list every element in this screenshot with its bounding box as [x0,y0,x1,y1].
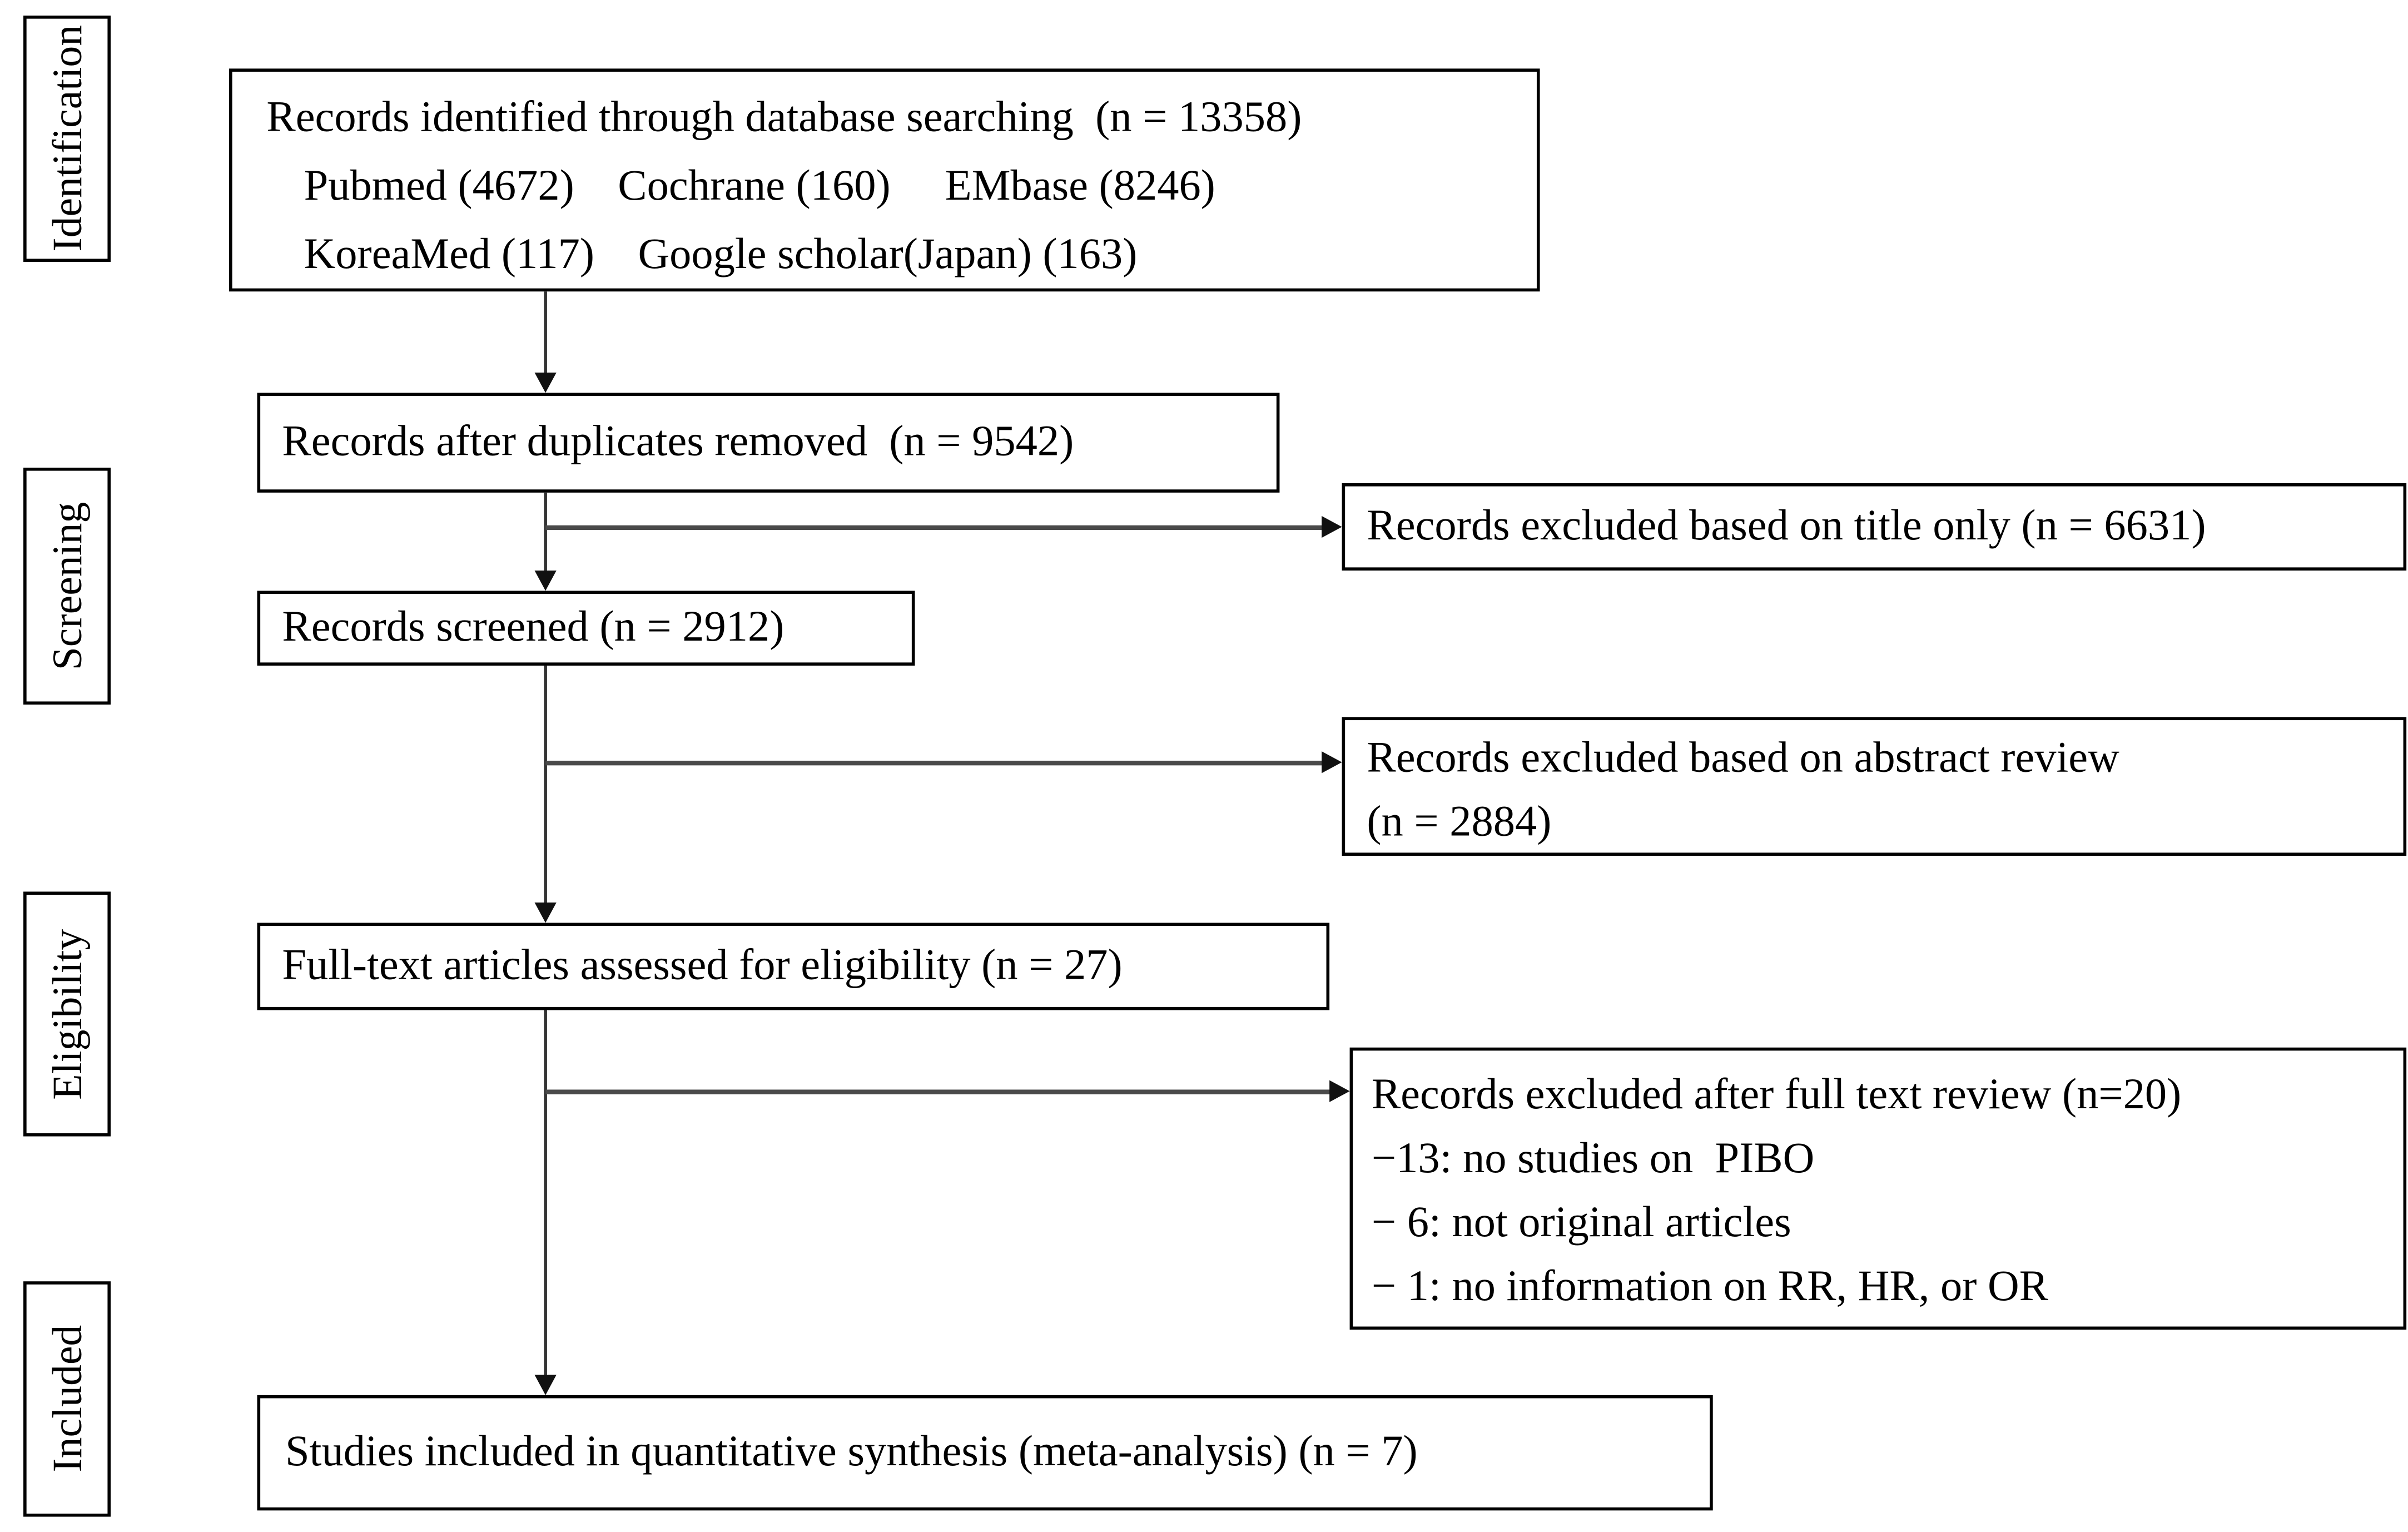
stage-label-text: Eligibility [43,928,90,1099]
arrowhead-down-icon [534,570,557,591]
stage-label-text: Included [43,1325,90,1473]
box-excluded-fulltext-review: Records excluded after full text review … [1349,1047,2407,1330]
arrowhead-right-icon [1322,751,1342,774]
box-line: Studies included in quantitative synthes… [285,1427,1418,1476]
box-line: (n = 2884) [1367,798,1552,847]
box-duplicates-removed: Records after duplicates removed (n = 95… [257,393,1280,493]
box-line: Full-text articles assessed for eligibil… [282,941,1123,990]
stage-label-identification: Identification [23,16,111,262]
box-records-screened: Records screened (n = 2912) [257,591,915,666]
connector-branch-excluded-title [545,525,1323,531]
arrowhead-right-icon [1322,515,1342,538]
stage-label-text: Identification [43,25,90,252]
box-line: Records excluded after full text review … [1371,1070,2182,1119]
box-line: − 6: not original articles [1371,1198,1791,1247]
connector-branch-excluded-abstract [545,760,1323,766]
box-included-synthesis: Studies included in quantitative synthes… [257,1395,1713,1511]
arrowhead-down-icon [534,1375,557,1395]
connector-branch-excluded-fulltext [545,1089,1331,1094]
stage-label-text: Screening [43,502,90,671]
box-line: Pubmed (4672) Cochrane (160) EMbase (824… [304,162,1215,211]
box-line: Records identified through database sear… [266,93,1302,142]
box-line: Records excluded based on title only (n … [1367,502,2206,551]
box-records-identified: Records identified through database sear… [229,68,1540,292]
connector-fulltext-to-included [544,1010,547,1377]
box-line: −13: no studies on PIBO [1371,1134,1815,1183]
box-line: − 1: no information on RR, HR, or OR [1371,1262,2049,1311]
stage-label-included: Included [23,1281,111,1517]
stage-label-eligibility: Eligibility [23,891,111,1137]
box-fulltext-assessed: Full-text articles assessed for eligibil… [257,923,1330,1010]
box-line: Records excluded based on abstract revie… [1367,734,2119,783]
arrowhead-right-icon [1329,1080,1350,1102]
connector-duplicates-to-screened [544,492,547,572]
box-line: KoreaMed (117) Google scholar(Japan) (16… [304,230,1138,279]
arrowhead-down-icon [534,903,557,923]
box-excluded-title-only: Records excluded based on title only (n … [1342,483,2407,571]
connector-screened-to-fulltext [544,665,547,904]
box-excluded-abstract-review: Records excluded based on abstract revie… [1342,717,2407,856]
connector-identified-to-duplicates [544,291,547,374]
arrowhead-down-icon [534,372,557,393]
box-line: Records after duplicates removed (n = 95… [282,418,1074,467]
box-line: Records screened (n = 2912) [282,603,785,652]
stage-label-screening: Screening [23,467,111,705]
